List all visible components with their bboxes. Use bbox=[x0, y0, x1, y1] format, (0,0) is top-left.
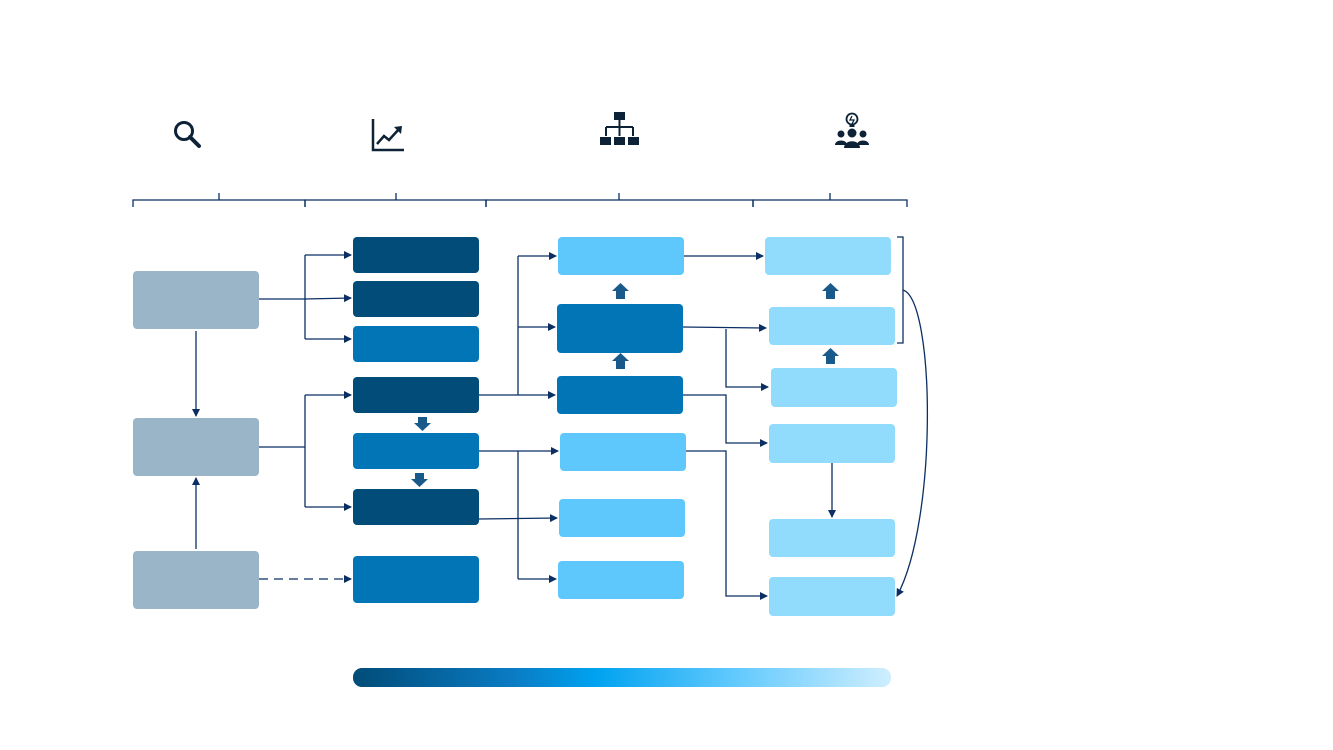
column-brace-4 bbox=[752, 193, 908, 207]
team-idea-icon bbox=[835, 112, 869, 148]
link-structure2-outcome2 bbox=[682, 323, 767, 332]
analysis-box-4 bbox=[353, 377, 479, 413]
analysis-box-1 bbox=[353, 237, 479, 273]
source-box-2 bbox=[133, 418, 259, 476]
outcome-box-2 bbox=[769, 307, 895, 345]
loop-curve bbox=[896, 289, 929, 597]
column-brace-2 bbox=[304, 193, 487, 207]
structure-box-5 bbox=[559, 499, 685, 537]
analysis-box-7 bbox=[353, 556, 479, 603]
block-arrow-up-2 bbox=[612, 353, 629, 369]
source-box-3 bbox=[133, 551, 259, 609]
block-arrow-up-1 bbox=[612, 283, 629, 299]
source-box-1 bbox=[133, 271, 259, 329]
outcome-box-5 bbox=[769, 519, 895, 557]
analysis-box-2 bbox=[353, 281, 479, 317]
outcome-box-4 bbox=[769, 424, 895, 463]
column-brace-1 bbox=[132, 193, 306, 207]
structure-box-3 bbox=[557, 376, 683, 414]
block-arrow-up-3 bbox=[822, 283, 839, 299]
structure-box-4 bbox=[560, 433, 686, 471]
analysis-box-3 bbox=[353, 326, 479, 362]
link-analysis6-structure5 bbox=[478, 514, 558, 523]
outcome-box-1 bbox=[765, 237, 891, 275]
block-arrow-up-4 bbox=[822, 348, 839, 364]
right-bracket bbox=[897, 236, 904, 344]
magnifier-icon bbox=[174, 121, 201, 148]
column-brace-3 bbox=[485, 193, 754, 207]
structure-box-1 bbox=[558, 237, 684, 275]
rising-chart-icon bbox=[371, 119, 404, 152]
link-structure3-outcome4 bbox=[683, 394, 768, 447]
block-arrow-down-2 bbox=[411, 473, 428, 487]
outcome-box-3 bbox=[771, 368, 897, 407]
outcome-box-6 bbox=[769, 577, 895, 616]
org-hierarchy-icon bbox=[600, 112, 639, 145]
structure-box-2 bbox=[557, 304, 683, 353]
analysis-box-6 bbox=[353, 489, 479, 525]
block-arrow-down-1 bbox=[414, 417, 431, 431]
gradient-scale-bar bbox=[353, 668, 891, 687]
link-structure4-outcome6 bbox=[686, 450, 768, 600]
structure-box-6 bbox=[558, 561, 684, 599]
analysis-box-5 bbox=[353, 433, 479, 469]
